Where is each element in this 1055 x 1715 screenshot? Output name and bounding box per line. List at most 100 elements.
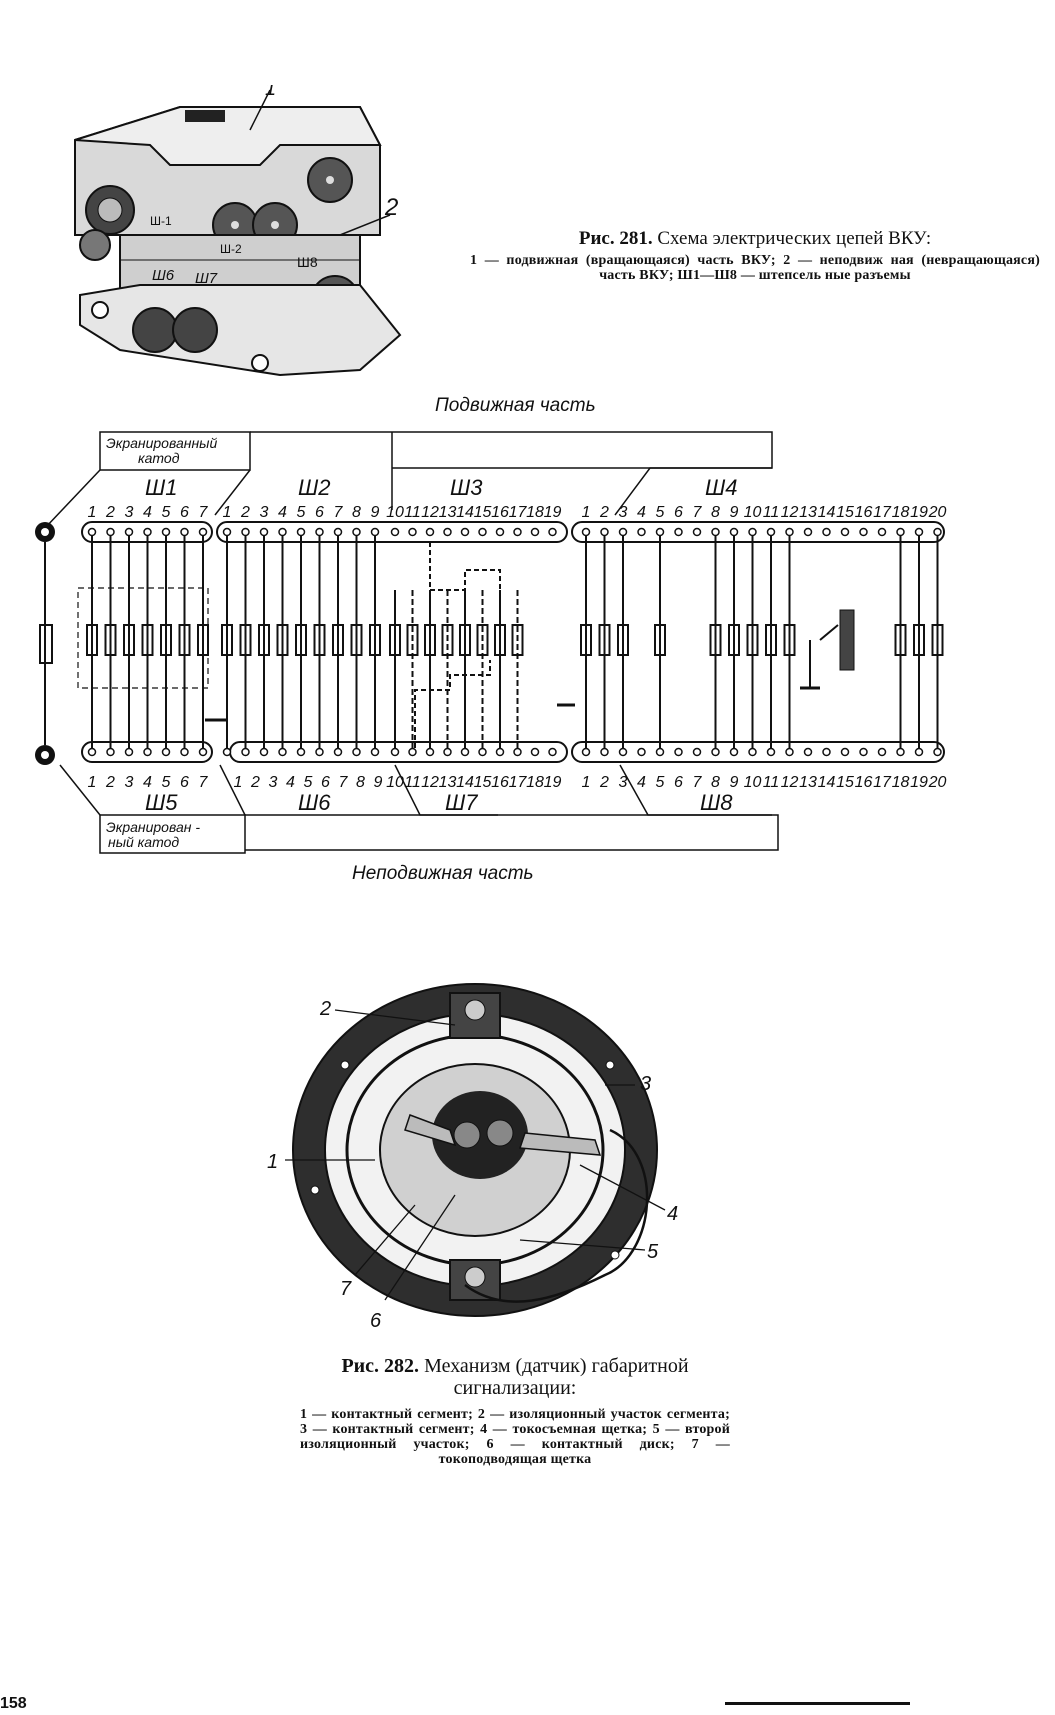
pin-contact <box>222 747 232 757</box>
sh4-bottom-pin-20: 20 <box>928 774 947 791</box>
pin-contact <box>278 527 287 537</box>
slip-contact <box>295 624 307 656</box>
resistor <box>839 609 855 671</box>
pin-contact <box>241 527 250 537</box>
slip-contact <box>783 624 796 656</box>
sh4-bottom-pin-2: 2 <box>599 774 609 791</box>
sh4-top-pin-19: 19 <box>910 504 928 521</box>
photo-label-sh8: Ш8 <box>297 254 318 270</box>
connector-sh7: Ш7 <box>445 790 478 815</box>
sh3-bottom-pin-12: 12 <box>421 774 439 791</box>
connector-sh1: Ш1 <box>145 475 177 500</box>
callout-5: 5 <box>647 1241 659 1263</box>
slip-contact <box>459 624 471 656</box>
sh4-bottom-pin-13: 13 <box>799 774 817 791</box>
pin-contact <box>637 527 646 537</box>
pin-contact <box>748 747 757 757</box>
sh4-top-pin-20: 20 <box>928 504 947 521</box>
sh6-bottom-pin-7: 7 <box>339 774 349 791</box>
sh3a-top-pin-9: 9 <box>371 504 380 521</box>
sh2-top-pin-4: 4 <box>278 504 287 521</box>
sh4-top-pin-18: 18 <box>892 504 910 521</box>
pin-contact <box>513 527 522 537</box>
pin-contact <box>711 527 720 537</box>
pin-contact <box>840 527 850 537</box>
pin-contact <box>352 747 361 757</box>
slip-contact <box>332 624 344 656</box>
callout-2: 2 <box>319 998 331 1020</box>
photo-label-sh6: Ш6 <box>152 267 175 284</box>
pin-contact <box>785 747 794 757</box>
bottom-bar-sh8 <box>571 741 945 763</box>
sh2-top-pin-7: 7 <box>334 504 344 521</box>
slip-contact <box>746 624 759 656</box>
sh6-bottom-pin-5: 5 <box>304 774 313 791</box>
sh4-bottom-pin-12: 12 <box>781 774 799 791</box>
sh3-bottom-pin-10: 10 <box>386 774 404 791</box>
sh4-bottom-pin-4: 4 <box>637 774 646 791</box>
slip-contact <box>141 624 154 656</box>
sh4-top-pin-16: 16 <box>855 504 873 521</box>
sh4-top-pin-7: 7 <box>693 504 703 521</box>
connector-sh3: Ш3 <box>450 475 483 500</box>
sh1-top-pin-7: 7 <box>199 504 209 521</box>
photo-label-sh7: Ш7 <box>195 270 218 287</box>
callout-1: 1 <box>267 1151 278 1173</box>
pin-contact <box>443 747 452 757</box>
sh4-bottom-pin-15: 15 <box>836 774 854 791</box>
pin-contact <box>655 747 665 757</box>
sh4-top-pin-3: 3 <box>619 504 628 521</box>
figure-282-number: Рис. 282. <box>341 1355 420 1377</box>
sh1-bottom-pin-2: 2 <box>105 774 115 791</box>
sh2-top-pin-5: 5 <box>297 504 306 521</box>
top-part-label: Подвижная часть <box>435 395 596 416</box>
footer-rule <box>725 1702 910 1705</box>
pin-contact <box>933 747 942 757</box>
pin-contact <box>180 527 189 537</box>
pin-contact <box>896 747 905 757</box>
callout-6: 6 <box>370 1310 382 1332</box>
pin-contact <box>729 527 739 537</box>
sh6-bottom-pin-3: 3 <box>269 774 278 791</box>
sh4-top-pin-5: 5 <box>656 504 665 521</box>
pin-contact <box>390 747 400 757</box>
pin-contact <box>443 527 452 537</box>
slip-contact <box>123 624 135 656</box>
pin-contact <box>766 527 776 537</box>
photo-label-2: 2 <box>384 194 398 221</box>
slip-contact <box>369 624 381 656</box>
sh1-bottom-pin-4: 4 <box>143 774 152 791</box>
pin-contact <box>143 747 152 757</box>
slip-contact <box>104 624 117 656</box>
top-bar-sh4 <box>571 521 945 543</box>
figure-281-caption-body: 1 — подвижная (вращающаяся) часть ВКУ; 2… <box>470 253 1040 283</box>
connector-sh6: Ш6 <box>298 790 331 815</box>
sh3-top-pin-11: 11 <box>404 504 421 521</box>
pin-contact <box>859 747 868 757</box>
bottom-box-label: Экранирован -ный катод <box>106 819 200 850</box>
pin-contact <box>748 527 757 537</box>
pin-contact <box>478 747 487 757</box>
sh4-top-pin-2: 2 <box>599 504 609 521</box>
sh2-top-pin-2: 2 <box>240 504 250 521</box>
pin-contact <box>180 747 189 757</box>
pin-contact <box>124 527 134 537</box>
callout-4: 4 <box>667 1203 678 1225</box>
pin-contact <box>655 527 665 537</box>
slip-contact <box>406 624 419 656</box>
sh1-bottom-pin-7: 7 <box>199 774 209 791</box>
connector-sh2: Ш2 <box>298 475 330 500</box>
pin-contact <box>222 527 232 537</box>
pin-contact <box>600 527 609 537</box>
sh2-top-pin-6: 6 <box>315 504 324 521</box>
pin-contact <box>278 747 287 757</box>
pin-contact <box>352 527 361 537</box>
pin-contact <box>822 527 831 537</box>
pin-contact <box>425 527 435 537</box>
sh6-bottom-pin-8: 8 <box>356 774 365 791</box>
pin-contact <box>315 747 324 757</box>
schematic-wires <box>86 536 944 748</box>
sh3-bottom-pin-11: 11 <box>404 774 421 791</box>
